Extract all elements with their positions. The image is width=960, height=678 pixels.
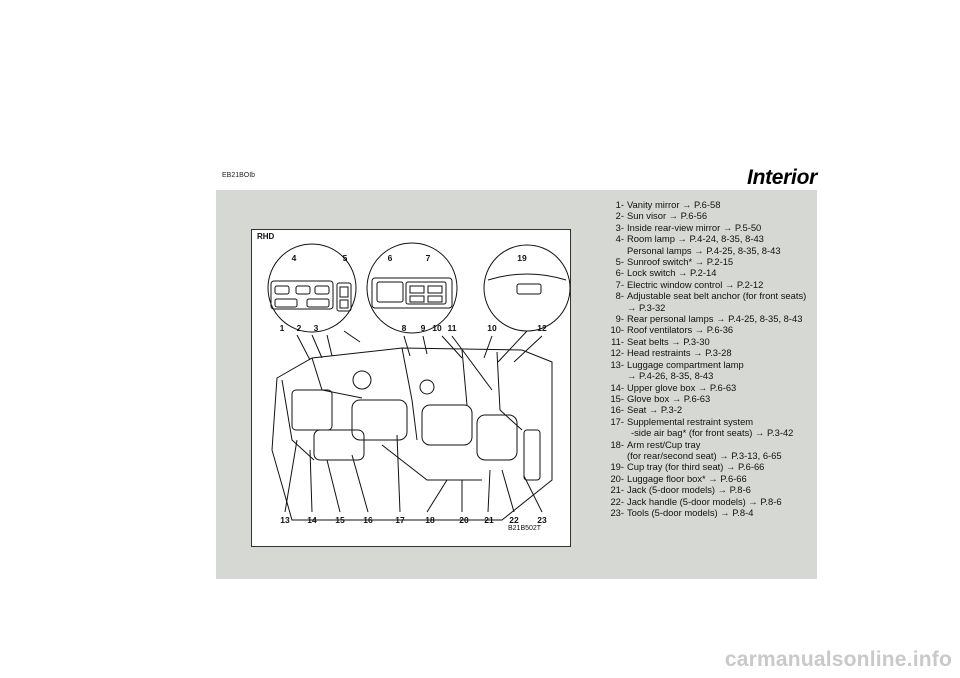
- callout-17: 16: [363, 515, 373, 525]
- callout-8: 8: [401, 323, 407, 333]
- callout-2: 2: [296, 323, 302, 333]
- callout-10-rear: 10: [487, 323, 497, 333]
- callout-19: 18: [425, 515, 435, 525]
- list-item: 6-Lock switch → P.2-14: [615, 267, 717, 279]
- list-item: 1-Vanity mirror → P.6-58: [615, 199, 721, 210]
- list-item-continued: Personal lamps → P.4-25, 8-35, 8-43: [627, 244, 781, 256]
- component-list: 1-Vanity mirror → P.6-58 2-Sun visor → P…: [588, 199, 828, 518]
- list-item: 9-Rear personal lamps → P.4-25, 8-35, 8-…: [615, 313, 803, 325]
- list-item: 3-Inside rear-view mirror → P.5-50: [615, 221, 762, 233]
- figure-code: B21B502T: [508, 525, 542, 532]
- callout-13: 19: [517, 253, 527, 263]
- list-item: 14-Upper glove box → P.6-63: [610, 381, 737, 393]
- callout-3: 3: [313, 323, 319, 333]
- callout-16: 15: [335, 515, 345, 525]
- list-item: 12-Head restraints → P.3-28: [610, 347, 732, 359]
- callout-23: 23: [537, 515, 547, 525]
- list-item-continued: (for rear/second seat) → P.3-13, 6-65: [627, 449, 782, 461]
- callout-1: 1: [279, 323, 285, 333]
- callout-9: 9: [420, 323, 426, 333]
- callout-21: 21: [484, 515, 494, 525]
- callout-20: 20: [459, 515, 469, 525]
- interior-illustration: [267, 242, 570, 521]
- list-item: 7-Electric window control → P.2-12: [615, 278, 764, 290]
- variant-label: RHD: [257, 232, 275, 241]
- list-item: 16-Seat → P.3-2: [610, 404, 683, 416]
- list-item: 8-Adjustable seat belt anchor (for front…: [615, 290, 807, 302]
- list-item: 21-Jack (5-door models) → P.8-6: [610, 484, 751, 496]
- list-item: 10-Roof ventilators → P.6-36: [610, 324, 734, 336]
- list-item: 15-Glove box → P.6-63: [610, 392, 711, 404]
- list-item: 13-Luggage compartment lamp: [610, 358, 744, 370]
- list-item: 22-Jack handle (5-door models) → P.8-6: [610, 495, 782, 507]
- callout-14: 13: [280, 515, 290, 525]
- site-watermark: carmanualsonline.info: [724, 648, 952, 671]
- section-code: EB21BOIb: [222, 172, 256, 179]
- list-item: 4-Room lamp → P.4-24, 8-35, 8-43: [615, 233, 764, 245]
- callout-4: 4: [291, 253, 297, 263]
- list-item: 5-Sunroof switch* → P.2-15: [615, 256, 734, 268]
- list-item: 11-Seat belts → P.3-30: [611, 335, 710, 347]
- callout-11: 11: [447, 323, 457, 333]
- callout-22: 22: [509, 515, 519, 525]
- list-item: 18-Arm rest/Cup tray: [610, 438, 701, 450]
- interior-figure: RHD B21B502T 4 5 6 7 19 1 2 3 8 9 10 11 …: [251, 229, 571, 547]
- list-item: 20-Luggage floor box* → P.6-66: [610, 472, 747, 484]
- callout-6: 6: [387, 253, 393, 263]
- list-item-continued: → P.4-26, 8-35, 8-43: [627, 370, 714, 382]
- callout-7: 7: [425, 253, 431, 263]
- list-item: 23-Tools (5-door models) → P.8-4: [610, 506, 754, 518]
- callout-15: 14: [307, 515, 317, 525]
- callout-12: 12: [537, 323, 547, 333]
- callout-5: 5: [342, 253, 348, 263]
- page-title: Interior: [747, 166, 817, 189]
- list-item: 2-Sun visor → P.6-56: [615, 210, 708, 222]
- list-item-continued: → P.3-32: [627, 301, 666, 313]
- callout-10: 10: [432, 323, 442, 333]
- list-item-continued: -side air bag* (for front seats) → P.3-4…: [631, 427, 794, 439]
- list-item: 17-Supplemental restraint system: [610, 415, 754, 427]
- callout-18: 17: [395, 515, 405, 525]
- list-item: 19-Cup tray (for third seat) → P.6-66: [610, 461, 765, 473]
